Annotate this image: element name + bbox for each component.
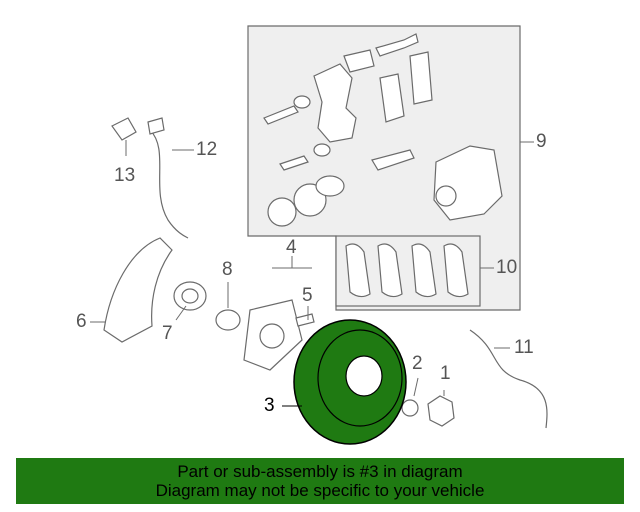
brake-pad-2: [377, 243, 403, 298]
callout-5[interactable]: 5: [302, 285, 313, 306]
guide-bolt-lower: [279, 155, 309, 171]
brake-rotor[interactable]: [293, 319, 407, 445]
callout-9[interactable]: 9: [536, 131, 547, 152]
callout-1[interactable]: 1: [440, 363, 451, 384]
hub-nut: [427, 395, 455, 427]
banner-line-part: Part or sub-assembly is #3 in diagram: [177, 462, 463, 481]
boot-upper: [293, 95, 311, 109]
guide-bolt-upper: [263, 105, 299, 125]
callout-8[interactable]: 8: [222, 259, 233, 280]
callout-13[interactable]: 13: [114, 165, 136, 186]
anti-rattle-clip-top: [375, 33, 419, 57]
callout-4[interactable]: 4: [286, 237, 297, 258]
parts-diagram: [90, 25, 548, 445]
piston-seal: [267, 197, 297, 227]
callout-3[interactable]: 3: [264, 395, 275, 416]
brake-hose: [469, 329, 548, 429]
brake-pad-3: [411, 243, 437, 298]
wheel-speed-sensor-wire: [149, 129, 189, 239]
dust-shield: [103, 237, 173, 343]
callout-10[interactable]: 10: [496, 257, 518, 278]
washer: [401, 399, 419, 417]
wheel-stud: [295, 313, 315, 327]
retaining-clip: [371, 149, 415, 171]
callout-2[interactable]: 2: [412, 353, 423, 374]
boot-lower: [313, 143, 331, 157]
brake-pad-4: [443, 243, 469, 298]
callout-12[interactable]: 12: [196, 139, 218, 160]
shim-right: [409, 51, 433, 105]
brake-pad-1: [345, 243, 371, 298]
info-banner: Part or sub-assembly is #3 in diagram Di…: [16, 458, 624, 504]
sensor-bracket: [111, 117, 137, 141]
snap-ring: [215, 309, 241, 331]
shim-left: [379, 73, 405, 123]
callout-11[interactable]: 11: [514, 337, 534, 358]
callout-6[interactable]: 6: [76, 311, 87, 332]
caliper-bracket: [313, 63, 357, 143]
banner-line-disclaimer: Diagram may not be specific to your vehi…: [155, 481, 485, 500]
callout-7[interactable]: 7: [162, 323, 173, 344]
